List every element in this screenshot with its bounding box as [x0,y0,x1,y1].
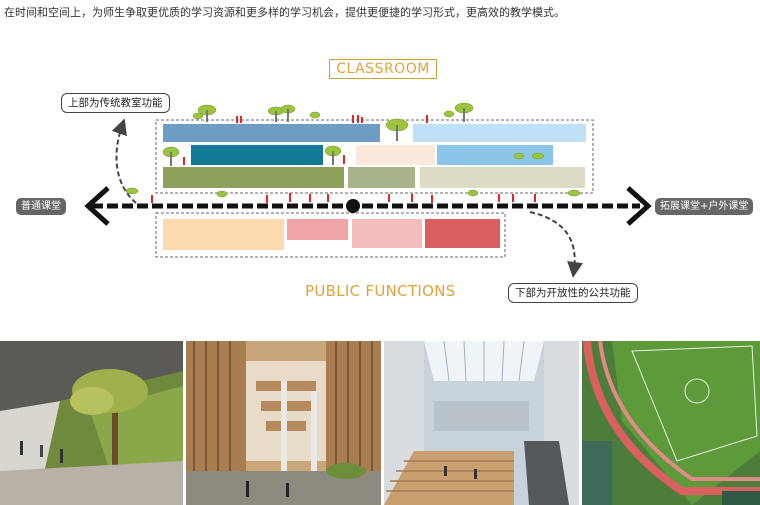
photo-green-slope [0,341,183,505]
classroom-block [413,124,586,142]
public-block [425,219,500,248]
upper-callout-arrow [111,118,137,204]
classroom-block [356,145,435,165]
right-tag: 拓展课堂+户外课堂 [655,198,754,215]
classroom-block [420,167,585,188]
photo-stair-atrium [384,341,579,505]
classroom-block [191,145,323,165]
classroom-block [348,167,415,188]
photo-wooden-atrium [186,341,381,505]
lower-callout-arrow [529,211,583,278]
left-tag: 普通课堂 [16,198,66,215]
public-block [163,219,284,250]
right-arrow-icon [626,186,652,226]
classroom-block [437,145,553,165]
classroom-block [163,124,380,142]
photo-strip [0,341,760,505]
intro-text: 在时间和空间上，为师生争取更优质的学习资源和更多样的学习机会，提供更便捷的学习形… [4,6,565,19]
public-block [287,219,348,240]
lower-callout: 下部为开放性的公共功能 [508,283,638,303]
public-functions-title: PUBLIC FUNCTIONS [305,282,456,300]
upper-callout: 上部为传统教室功能 [61,93,170,113]
public-frame [155,212,506,258]
tree-icon [125,102,581,198]
section-diagram [84,102,652,278]
classroom-block [163,167,344,188]
classroom-title: CLASSROOM [329,59,437,79]
person-icon [151,115,536,203]
public-block [352,219,422,248]
photo-sports-field [582,341,760,505]
axis-center-dot [346,199,360,213]
left-arrow-icon [84,186,110,226]
